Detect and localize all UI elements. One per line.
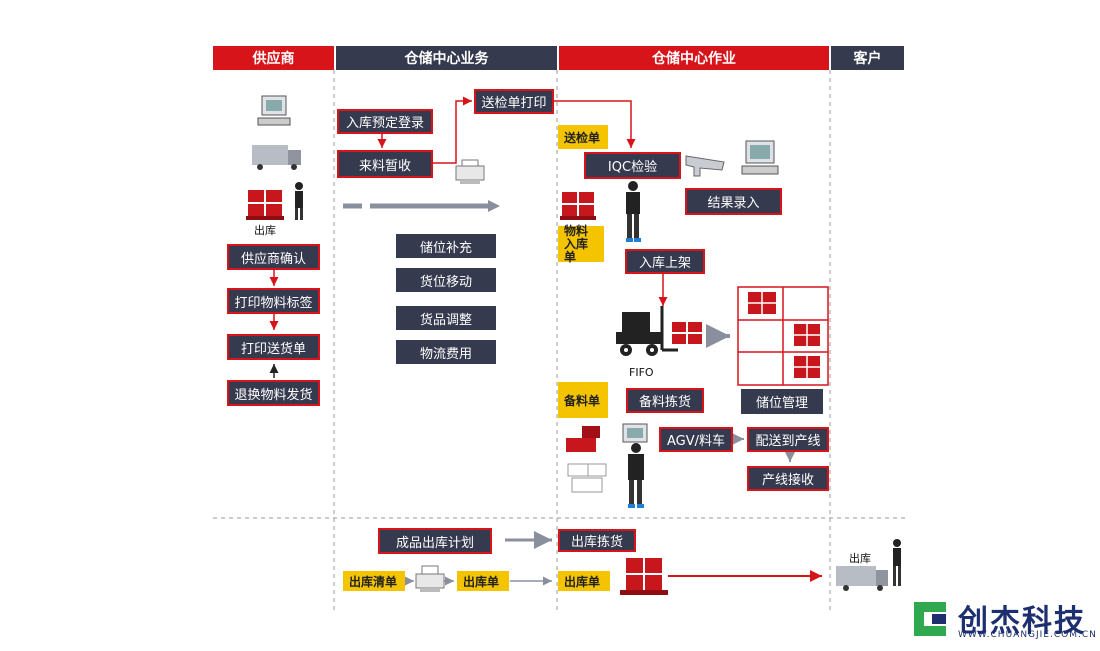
customer-out-label: 出库 [849,552,871,565]
replenish-box[interactable]: 储位补充 [396,234,496,258]
material-tag: 物料入库单 [558,224,604,263]
computer-icon-2 [741,140,779,175]
pick-goods-box[interactable]: 备料拣货 [626,388,704,413]
receive-temp-box[interactable]: 来料暂收 [337,150,433,178]
print-inspect-box[interactable]: 送检单打印 [474,89,554,114]
lane-supplier: 供应商 [213,46,334,70]
deliver-line-box[interactable]: 配送到产线 [747,427,829,452]
iqc-box[interactable]: IQC检验 [584,152,681,179]
out-tag-business: 出库单 [457,571,509,591]
worker-icon-2 [626,181,641,242]
supplier-out-label: 出库 [254,224,276,237]
pallet-icon-3 [672,322,702,344]
scanner-icon [685,155,725,177]
logistics-fee-box[interactable]: 物流费用 [396,340,496,364]
printer-icon [455,159,485,184]
brand-site: WWW.CHUANGJIE.COM.CN [958,630,1097,640]
pallet-icon-2 [560,192,596,220]
truck-icon [252,145,301,170]
inbound-reg-box[interactable]: 入库预定登录 [337,109,433,134]
brand-logo-icon [914,602,946,636]
storage-rack [737,286,829,386]
supplier-confirm-box[interactable]: 供应商确认 [227,244,320,270]
forklift-icon [616,306,678,356]
lane-customer: 客户 [831,46,904,70]
computer-icon [257,95,291,126]
print-delivery-box[interactable]: 打印送货单 [227,334,320,360]
return-ship-box[interactable]: 退换物料发货 [227,380,320,406]
out-pick-box[interactable]: 出库拣货 [558,529,636,552]
fifo-label: FIFO [629,366,654,379]
brand-name: 创杰科技 [958,604,1086,639]
worker-icon [295,182,303,220]
lane-operation: 仓储中心作业 [559,46,829,70]
agv-box[interactable]: AGV/料车 [659,427,733,452]
customer-person-icon [893,539,901,586]
lane-business: 仓储中心业务 [336,46,557,70]
printer-icon-2 [415,565,445,592]
pallet-icon-4 [620,558,668,595]
move-box[interactable]: 货位移动 [396,268,496,292]
pick-tag: 备料单 [558,382,608,418]
print-label-box[interactable]: 打印物料标签 [227,288,320,314]
pallet-icon [246,190,284,220]
boxes-icon [566,426,607,493]
inspect-tag: 送检单 [558,125,608,149]
out-list-tag: 出库清单 [343,571,405,591]
fg-plan-box[interactable]: 成品出库计划 [378,528,492,554]
put-away-box[interactable]: 入库上架 [625,249,705,274]
worker-computer-icon [622,423,648,508]
truck-icon-2 [836,566,888,591]
out-tag-op: 出库单 [558,571,610,591]
line-receive-box[interactable]: 产线接收 [747,466,829,491]
result-entry-box[interactable]: 结果录入 [685,188,782,215]
adjust-box[interactable]: 货品调整 [396,306,496,330]
storage-mgmt-box[interactable]: 储位管理 [741,389,823,414]
